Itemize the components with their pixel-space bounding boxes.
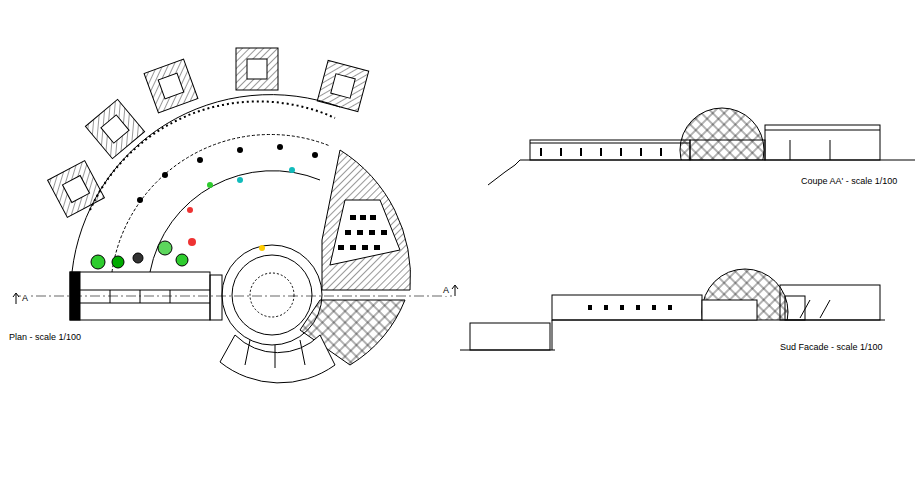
view-title: Coupe AA' - scale 1/100 (800, 177, 898, 187)
section-aa (488, 108, 915, 192)
view-title: Plan - scale 1/100 (8, 333, 82, 343)
section-marker: A (21, 294, 29, 304)
section-marker: A (442, 286, 450, 296)
view-title: Sud Facade - scale 1/100 (779, 343, 884, 353)
south-facade (460, 269, 885, 355)
